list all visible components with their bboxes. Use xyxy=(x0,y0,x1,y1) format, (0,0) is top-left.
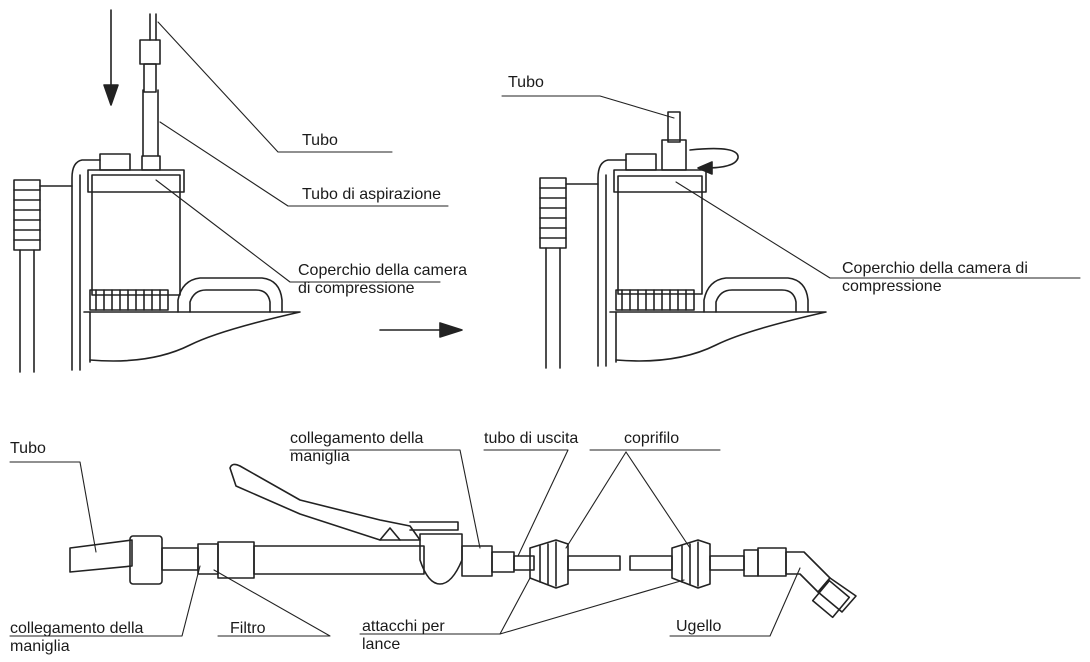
chamber-lid xyxy=(87,169,185,193)
tube-nut xyxy=(139,39,161,65)
filter xyxy=(197,543,219,575)
hose-left xyxy=(71,159,101,371)
label-coperchio-left: Coperchio della camera di compressione xyxy=(298,262,467,297)
insert-arrow-icon xyxy=(103,9,119,106)
pump-grip xyxy=(13,179,41,251)
label-tubo-left: Tubo xyxy=(302,132,338,149)
label-attacchi: attacchi per lance xyxy=(362,618,445,653)
leaders-left xyxy=(155,21,449,283)
carry-handle-right xyxy=(703,277,809,313)
label-collegamento-bottom: collegamento della maniglia xyxy=(10,620,144,655)
thread-cover-2 xyxy=(671,539,711,589)
label-tubo-uscita: tubo di uscita xyxy=(484,430,579,447)
thread-cover-1 xyxy=(529,539,569,589)
threaded-ring xyxy=(89,289,169,311)
hose-nut xyxy=(129,535,163,585)
lid-connector xyxy=(99,153,131,171)
label-tubo-right: Tubo xyxy=(508,74,544,91)
label-collegamento-top: collegamento della maniglia xyxy=(290,430,424,465)
leaders-right xyxy=(501,95,1081,279)
chamber-lid-right xyxy=(613,169,707,193)
lance-segment-1 xyxy=(567,555,621,571)
lance-segment-2 xyxy=(629,555,673,571)
sprayer-left xyxy=(13,9,301,373)
valve-body xyxy=(419,533,463,585)
label-tubo-aspirazione: Tubo di aspirazione xyxy=(302,186,442,203)
lance-assembly xyxy=(69,463,857,619)
nozzle xyxy=(817,577,857,613)
outlet-tube xyxy=(513,555,535,571)
label-coprifilo: coprifilo xyxy=(624,430,680,447)
sprayer-right xyxy=(539,111,827,369)
pump-grip-right xyxy=(539,177,567,249)
label-ugello: Ugello xyxy=(676,618,722,635)
label-coperchio-right: Coperchio della camera di compressione xyxy=(842,260,1028,295)
handle-body xyxy=(253,545,425,575)
suction-tube xyxy=(143,63,157,93)
compression-chamber xyxy=(91,174,181,296)
tighten-arrow-icon xyxy=(689,147,739,175)
tube-socket xyxy=(141,155,161,171)
tube-nut-right xyxy=(661,139,687,171)
tube-right xyxy=(667,111,681,143)
label-tubo-bottom: Tubo xyxy=(10,440,46,457)
compression-chamber-right xyxy=(617,175,703,295)
leaders-bottom xyxy=(9,449,801,637)
hose-end xyxy=(69,539,133,573)
handle-connection xyxy=(461,545,493,577)
carry-handle xyxy=(177,277,283,313)
label-filtro: Filtro xyxy=(230,620,266,637)
next-step-arrow-icon xyxy=(379,322,463,338)
